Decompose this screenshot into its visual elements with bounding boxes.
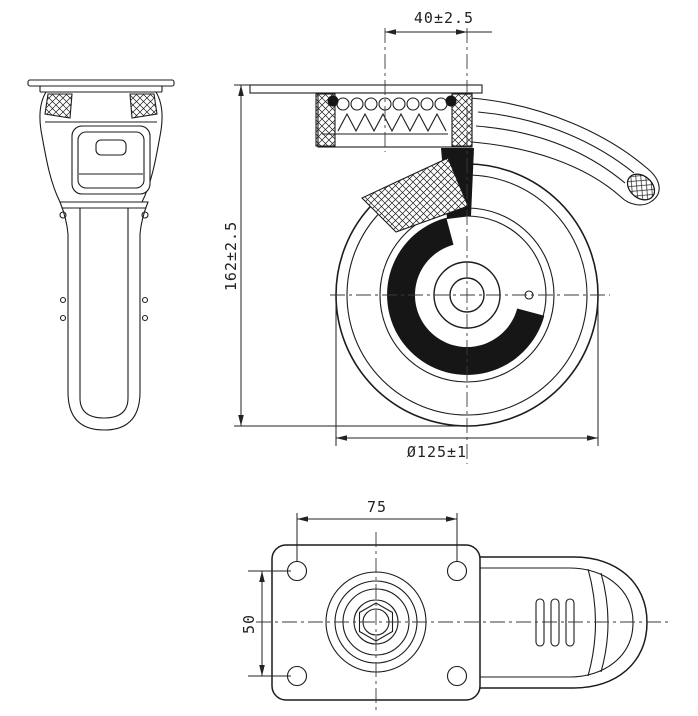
arrow [587, 435, 598, 441]
top-plate-front [249, 84, 483, 148]
serration [337, 112, 447, 133]
centerlines-bottom [256, 532, 668, 710]
side-brake-pedal [71, 125, 151, 195]
arrow [336, 435, 347, 441]
bearing-hatch-left [315, 93, 336, 147]
dimensions-front: 40±2.5 162±2.5 Ø125±1 [222, 9, 599, 461]
side-wheel-profile [59, 201, 149, 431]
side-wheel-tread [79, 208, 129, 419]
brake-lever [469, 97, 660, 206]
side-bearing-hatch-right [129, 93, 158, 119]
ball-bearings [336, 97, 448, 111]
side-bearing-hatch-left [44, 93, 73, 119]
bearing-seal-right [445, 95, 457, 107]
pedal-grip-slots [535, 598, 575, 647]
swivel-fork [387, 217, 545, 375]
dim-wheel-diameter: Ø125±1 [407, 443, 467, 461]
side-view [27, 79, 175, 431]
dim-hole-spacing-horizontal: 75 [367, 498, 387, 516]
dim-swivel-offset: 40±2.5 [414, 9, 474, 27]
arrow [456, 29, 467, 35]
side-rivet-right [141, 211, 149, 219]
side-plate-spacer [39, 85, 163, 93]
arrow [259, 571, 265, 582]
brake-shoe [361, 157, 469, 233]
side-rivet-left [59, 211, 67, 219]
front-view: 40±2.5 162±2.5 Ø125±1 [222, 9, 660, 464]
side-hole-right-2 [141, 314, 149, 322]
arrow [238, 85, 244, 96]
side-hole-left-2 [59, 314, 67, 322]
side-top-plate [27, 79, 175, 87]
dim-overall-height: 162±2.5 [222, 221, 240, 291]
arrow [446, 516, 457, 522]
plate-bottom-view: 75 50 [240, 498, 668, 710]
side-hole-right-1 [141, 296, 149, 304]
centerlines-front [330, 28, 610, 464]
bearing-seal-left [327, 95, 339, 107]
arrow [297, 516, 308, 522]
arrow [385, 29, 396, 35]
arrow [238, 415, 244, 426]
dim-hole-spacing-vertical: 50 [240, 614, 258, 634]
side-hole-left-1 [59, 296, 67, 304]
dimensions-bottom: 75 50 [240, 498, 458, 677]
arrow [259, 665, 265, 676]
brake-pedal-top [477, 556, 648, 689]
